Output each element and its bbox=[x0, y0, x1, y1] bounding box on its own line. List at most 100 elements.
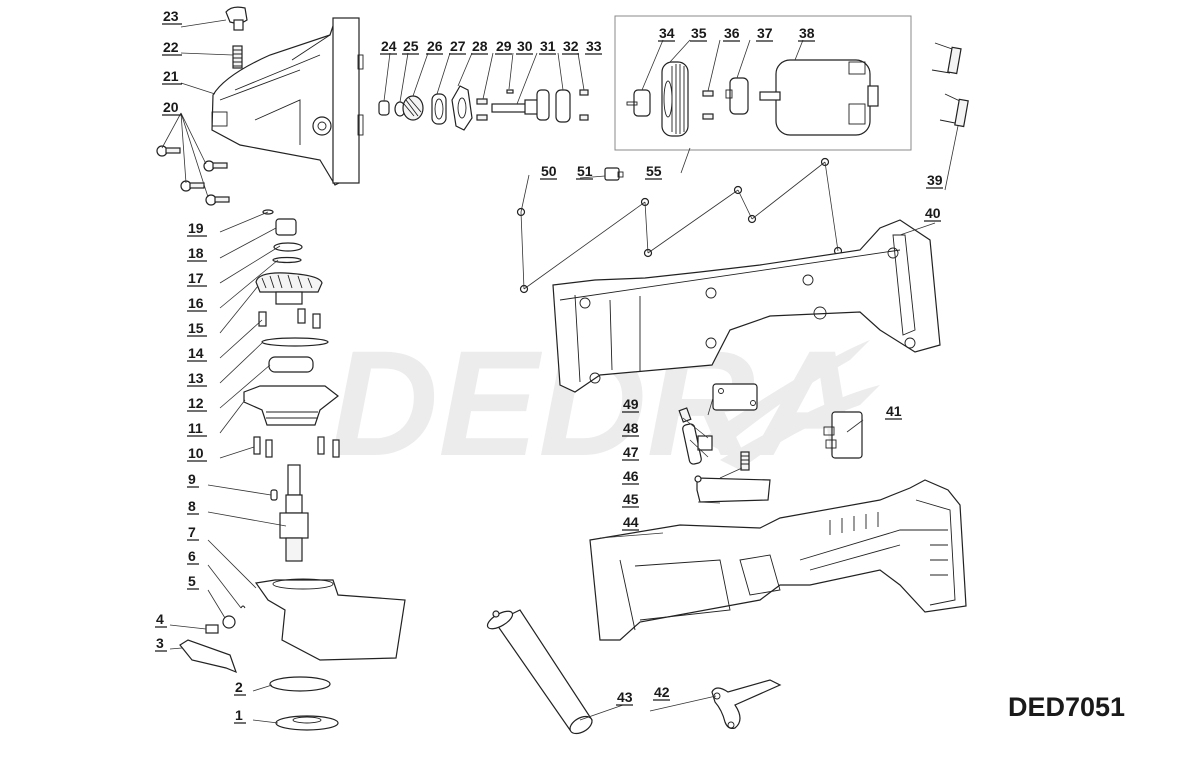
part-5-nut bbox=[222, 615, 236, 629]
label-51: 51 bbox=[577, 163, 593, 179]
part-2-inner-flange bbox=[269, 676, 331, 692]
label-42: 42 bbox=[654, 684, 670, 700]
part-36-screws bbox=[702, 90, 714, 120]
part-33-screws bbox=[579, 89, 589, 121]
label-48: 48 bbox=[623, 420, 639, 436]
label-14: 14 bbox=[188, 345, 204, 361]
part-39-brush-springs bbox=[931, 42, 969, 128]
part-48-spring bbox=[678, 407, 692, 423]
part-27-bearing bbox=[431, 93, 447, 125]
label-29: 29 bbox=[496, 38, 512, 54]
label-17: 17 bbox=[188, 270, 204, 286]
part-22-spring bbox=[232, 45, 243, 69]
label-11: 11 bbox=[188, 420, 203, 436]
label-44: 44 bbox=[623, 514, 639, 530]
label-2: 2 bbox=[235, 679, 243, 695]
part-17-washer bbox=[273, 242, 303, 252]
label-1: 1 bbox=[235, 707, 243, 723]
part-30-key bbox=[506, 89, 514, 94]
label-23: 23 bbox=[163, 8, 179, 24]
label-43: 43 bbox=[617, 689, 633, 705]
part-34-hub bbox=[626, 89, 651, 117]
label-15: 15 bbox=[188, 320, 204, 336]
part-28-plate bbox=[451, 85, 473, 131]
part-4-washer bbox=[205, 624, 219, 634]
label-21: 21 bbox=[163, 68, 179, 84]
part-46-spring bbox=[740, 451, 750, 471]
label-20: 20 bbox=[163, 99, 179, 115]
label-4: 4 bbox=[156, 611, 164, 627]
label-28: 28 bbox=[472, 38, 488, 54]
part-45-trigger bbox=[694, 475, 771, 503]
part-10-screws bbox=[253, 436, 340, 458]
label-49: 49 bbox=[623, 396, 639, 412]
label-5: 5 bbox=[188, 573, 196, 589]
part-31-shaft bbox=[491, 89, 550, 121]
part-labels: 23 22 21 20 24 25 26 27 28 29 30 31 32 3… bbox=[156, 8, 943, 723]
part-26-pinion bbox=[402, 95, 424, 121]
label-24: 24 bbox=[381, 38, 397, 54]
label-30: 30 bbox=[517, 38, 533, 54]
label-31: 31 bbox=[540, 38, 556, 54]
label-37: 37 bbox=[757, 25, 773, 41]
part-49-microswitch bbox=[712, 383, 758, 411]
label-41: 41 bbox=[886, 403, 902, 419]
label-36: 36 bbox=[724, 25, 740, 41]
label-22: 22 bbox=[163, 39, 179, 55]
part-14-screws bbox=[258, 308, 321, 329]
part-43-side-handle bbox=[486, 609, 593, 735]
label-25: 25 bbox=[403, 38, 419, 54]
label-47: 47 bbox=[623, 444, 639, 460]
label-16: 16 bbox=[188, 295, 204, 311]
part-37-brush-plate bbox=[725, 77, 749, 115]
part-21-gear-housing bbox=[211, 17, 364, 186]
part-20-screws bbox=[156, 145, 230, 206]
label-55: 55 bbox=[646, 163, 662, 179]
part-7-guard bbox=[254, 578, 406, 661]
part-1-outer-flange bbox=[275, 715, 339, 731]
label-50: 50 bbox=[541, 163, 557, 179]
label-26: 26 bbox=[427, 38, 443, 54]
label-35: 35 bbox=[691, 25, 707, 41]
part-42-spanner-wrench bbox=[711, 679, 782, 729]
label-19: 19 bbox=[188, 220, 204, 236]
part-13-gasket bbox=[261, 337, 329, 347]
label-8: 8 bbox=[188, 498, 196, 514]
part-51-led bbox=[604, 167, 624, 181]
part-12-bearing bbox=[268, 356, 314, 373]
label-10: 10 bbox=[188, 445, 204, 461]
label-7: 7 bbox=[188, 524, 196, 540]
part-18-bushing bbox=[275, 218, 297, 236]
part-11-bearing-cover bbox=[243, 385, 339, 426]
part-9-key bbox=[270, 489, 278, 501]
label-33: 33 bbox=[586, 38, 602, 54]
watermark-swoosh bbox=[700, 340, 880, 470]
label-38: 38 bbox=[799, 25, 815, 41]
label-6: 6 bbox=[188, 548, 196, 564]
part-29-screws bbox=[476, 98, 488, 121]
part-16-ring bbox=[272, 256, 302, 264]
label-27: 27 bbox=[450, 38, 466, 54]
label-12: 12 bbox=[188, 395, 204, 411]
label-18: 18 bbox=[188, 245, 204, 261]
part-32-fan-hub bbox=[555, 89, 571, 123]
part-35-fan bbox=[661, 61, 689, 137]
model-number: DED7051 bbox=[1008, 692, 1125, 722]
part-24-bushing bbox=[378, 100, 390, 116]
label-3: 3 bbox=[156, 635, 164, 651]
label-45: 45 bbox=[623, 491, 639, 507]
part-6-clip bbox=[240, 605, 246, 609]
part-23-lock-button bbox=[225, 6, 248, 31]
label-underlines bbox=[155, 23, 943, 724]
part-55-motor-assembly-box bbox=[614, 15, 912, 151]
label-46: 46 bbox=[623, 468, 639, 484]
label-9: 9 bbox=[188, 471, 196, 487]
label-39: 39 bbox=[927, 172, 943, 188]
label-34: 34 bbox=[659, 25, 675, 41]
label-40: 40 bbox=[925, 205, 941, 221]
part-3-lever bbox=[179, 639, 238, 674]
leader-lines bbox=[161, 19, 959, 724]
label-13: 13 bbox=[188, 370, 204, 386]
part-15-bevel-gear bbox=[255, 272, 323, 305]
